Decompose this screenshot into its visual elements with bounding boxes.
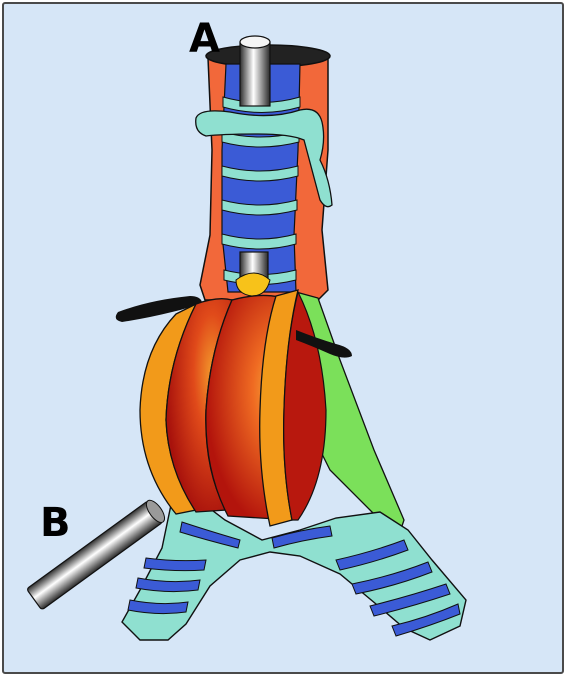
tumor-mass [140,290,326,526]
inner-stent [236,252,270,296]
label-b: B [40,500,71,546]
label-a: A [189,16,220,62]
stent-tube-icon [240,36,270,106]
